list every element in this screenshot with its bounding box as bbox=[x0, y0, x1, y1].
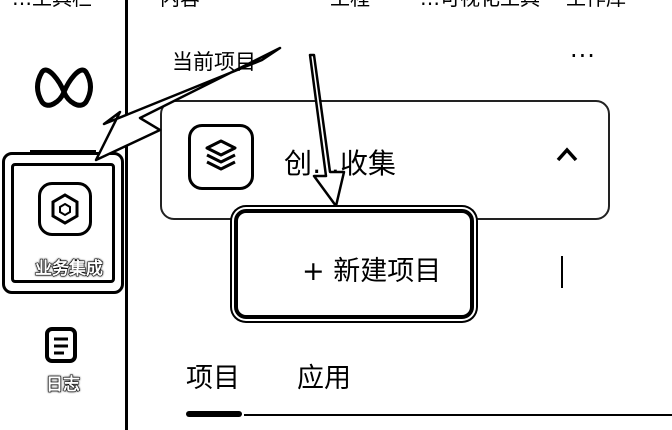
sidebar-item-label: 日志 bbox=[46, 375, 81, 396]
tab-divider bbox=[244, 414, 672, 416]
hexagon-nut-icon bbox=[38, 182, 92, 236]
log-document-icon bbox=[45, 327, 77, 363]
layers-stack-icon bbox=[188, 124, 254, 190]
text-cursor bbox=[561, 256, 563, 288]
sidebar-divider bbox=[30, 150, 96, 153]
toolbar-item[interactable]: 工程 bbox=[330, 0, 370, 11]
new-project-button[interactable]: + 新建项目 bbox=[234, 209, 474, 319]
toolbar-item[interactable]: …工具栏 bbox=[12, 0, 92, 11]
new-project-button-label: + 新建项目 bbox=[302, 256, 442, 287]
toolbar-item[interactable]: …可视化工具 bbox=[420, 0, 540, 11]
chevron-up-icon[interactable] bbox=[552, 142, 582, 166]
app-logo-icon bbox=[35, 67, 93, 108]
toolbar-item[interactable]: 内容 bbox=[160, 0, 200, 11]
more-options-button[interactable]: ··· bbox=[570, 42, 596, 70]
top-toolbar-strip: …工具栏 内容 工程 …可视化工具 工作库 bbox=[0, 0, 672, 10]
sidebar: 业务集成 日志 bbox=[0, 0, 128, 430]
tab-project[interactable]: 项目 bbox=[186, 363, 240, 394]
project-selector[interactable]: 创…收集 bbox=[160, 100, 610, 220]
toolbar-item[interactable]: 工作库 bbox=[566, 0, 626, 11]
sidebar-item-log[interactable]: 日志 bbox=[2, 320, 124, 400]
active-tab-indicator bbox=[186, 411, 242, 417]
tab-application[interactable]: 应用 bbox=[297, 363, 351, 394]
project-name: 创…收集 bbox=[284, 147, 397, 180]
sidebar-item-business-integration[interactable]: 业务集成 bbox=[2, 152, 124, 294]
sidebar-item-frame: 业务集成 bbox=[11, 163, 115, 283]
current-project-label: 当前项目 bbox=[172, 50, 256, 74]
sidebar-item-label: 业务集成 bbox=[35, 259, 104, 280]
